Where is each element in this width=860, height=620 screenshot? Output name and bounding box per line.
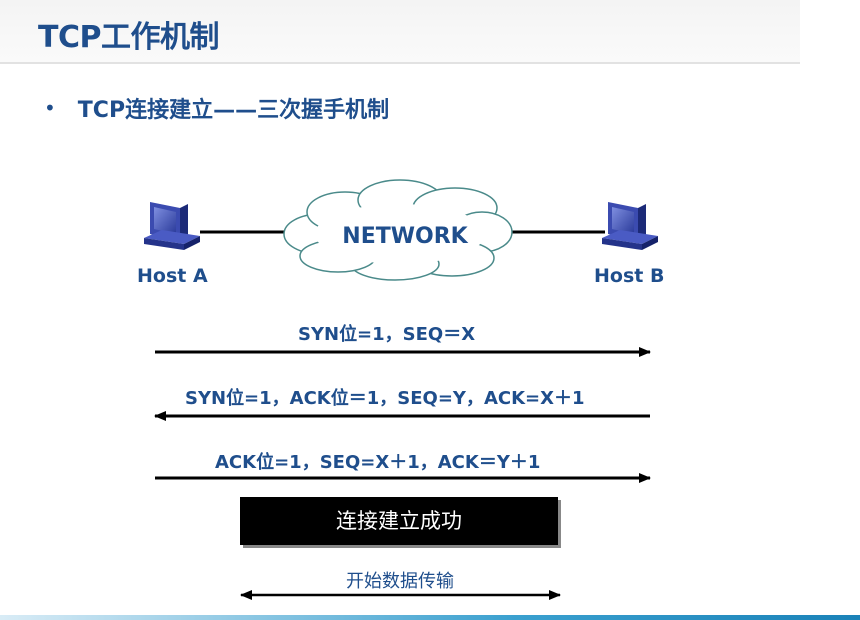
- bullet-marker: •: [44, 96, 56, 120]
- network-label: NETWORK: [342, 224, 468, 249]
- slide-title: TCP工作机制: [38, 20, 219, 55]
- connection-established-box: 连接建立成功: [240, 497, 558, 545]
- bullet-text: TCP连接建立——三次握手机制: [77, 98, 390, 123]
- host-a-label: Host A: [137, 265, 208, 287]
- bullet-item: • TCP连接建立——三次握手机制: [44, 92, 389, 124]
- step2-label: SYN位=1，ACK位＝1，SEQ=Y，ACK=X＋1: [185, 388, 585, 409]
- cloud-icon: [283, 179, 513, 281]
- data-transfer-label: 开始数据传输: [346, 571, 454, 592]
- step1-label: SYN位=1，SEQ＝X: [298, 324, 476, 345]
- computer-icon: [144, 202, 200, 250]
- bottom-accent-bar: [0, 615, 860, 620]
- title-band: TCP工作机制: [0, 0, 800, 64]
- host-b-label: Host B: [594, 265, 665, 287]
- step3-label: ACK位=1，SEQ=X＋1，ACK＝Y＋1: [215, 452, 541, 473]
- computer-icon: [602, 202, 658, 250]
